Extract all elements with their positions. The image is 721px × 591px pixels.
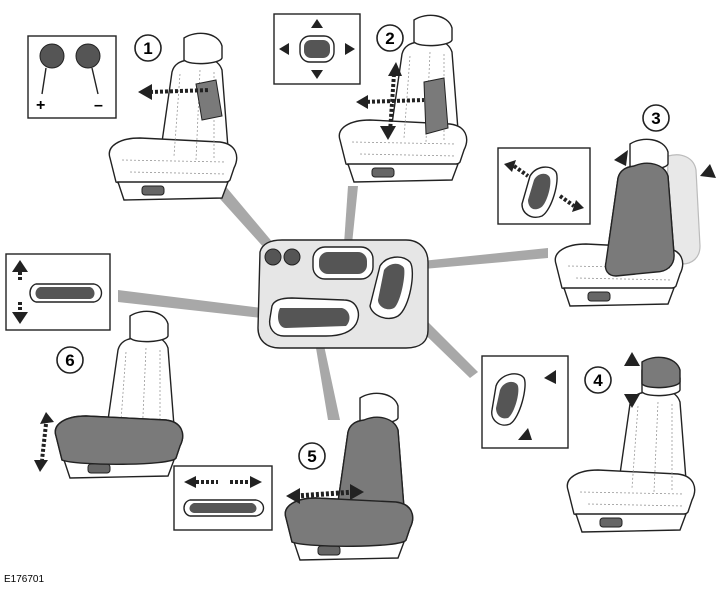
recline-back-arrow-icon [572,200,584,212]
memory-button-minus[interactable] [283,248,301,266]
beam-3 [412,248,548,270]
svg-text:4: 4 [593,371,603,390]
svg-text:2: 2 [385,29,394,48]
figure-id: E176701 [4,574,45,585]
seat-illustration-2 [338,14,468,183]
beam-5 [314,336,340,420]
arrow-left-icon [279,43,289,55]
lumbar-cross-arrows-icon [356,62,425,140]
callout-number-3 [642,104,670,132]
fore-arrow-icon [184,476,196,488]
beam-2 [344,186,358,244]
callout-5: 5 [173,392,414,561]
memory-minus-label: – [94,97,103,114]
arrow-right-icon [345,43,355,55]
memory-button-plus[interactable] [264,248,282,266]
seat-illustration-3 [554,138,701,307]
fore-aft-switch-inset [173,465,273,531]
arrow-up-icon [311,19,323,28]
headrest-down-arrow-icon [518,428,532,440]
callout-number-5 [298,442,326,470]
svg-text:1: 1 [143,39,152,58]
tilt-up-arrow-icon [12,260,28,272]
central-switch-panel [257,239,429,349]
beam-6 [118,290,262,318]
seat-illustration-4 [566,356,696,533]
svg-text:3: 3 [651,109,660,128]
recline-forward-arrow-icon [504,160,516,172]
arrow-down-icon [311,70,323,79]
recline-seat-fwd-arrow-icon [614,150,628,166]
lumbar-arrow-icon [138,84,211,100]
svg-text:6: 6 [65,351,74,370]
recline-seat-back-arrow-icon [700,164,716,178]
callout-1: + – 1 [27,32,238,201]
beam-1 [212,182,274,250]
headrest-up-arrow-icon [544,370,556,384]
callout-2: 2 [273,13,468,183]
callout-number-6 [56,346,84,374]
seat-illustration-1 [108,32,238,201]
seat-illustration-6 [54,310,184,479]
seat-illustration-5 [284,392,414,561]
memory-minus-button-icon [75,43,101,69]
tilt-down-arrow-icon [12,312,28,324]
callout-number-4 [584,366,612,394]
headrest-arrow-down-icon [624,394,640,408]
callout-3: 3 [497,104,716,307]
callout-number-1 [134,34,162,62]
headrest-arrow-up-icon [624,352,640,366]
fore-aft-seat-arrow-icon [286,484,364,504]
aft-arrow-icon [250,476,262,488]
callout-6: 6 [5,253,184,479]
memory-plus-button-icon [39,43,65,69]
svg-text:5: 5 [307,447,316,466]
memory-plus-label: + [36,97,45,114]
cushion-tilt-down-arrow-icon [34,460,48,472]
callout-4: 4 [481,352,696,533]
callout-number-2 [376,24,404,52]
cushion-tilt-up-arrow-icon [40,412,54,424]
